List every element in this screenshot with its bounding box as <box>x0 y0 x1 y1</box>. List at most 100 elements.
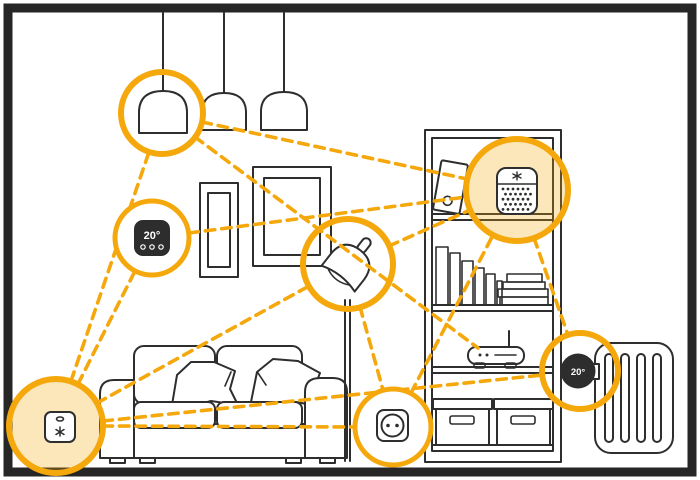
sofa-base <box>127 423 309 459</box>
power-outlet-icon[interactable] <box>376 409 409 442</box>
thermostat-icon[interactable]: 20° <box>134 220 170 256</box>
sofa-foot <box>139 457 156 464</box>
thermostat-dot <box>158 244 164 250</box>
speaker-grille-dot <box>526 197 530 201</box>
speaker-grille-dot <box>521 187 525 191</box>
sofa-pillow-left-crease <box>224 371 232 387</box>
box-handle <box>510 415 536 425</box>
speaker-grille-dot <box>506 187 510 191</box>
storage-boxes-group <box>432 398 554 446</box>
speaker-grille-dot <box>504 192 507 196</box>
room-frame-border <box>3 3 697 477</box>
router-icon <box>467 330 525 369</box>
pendant-lamps-group <box>138 12 308 134</box>
connection-smart-switch-power-outlet <box>101 424 357 429</box>
speaker-grille-dot <box>526 187 530 191</box>
speaker-logo-icon <box>512 171 522 181</box>
speaker-grille-dot <box>516 197 520 201</box>
connection-pendant-lamp-smart-speaker <box>200 120 469 181</box>
box-handle <box>449 415 475 425</box>
bookshelf-shelf-2 <box>431 304 554 312</box>
box-lid <box>493 398 554 410</box>
book <box>435 246 449 306</box>
box-lid <box>432 398 493 410</box>
outlet-socket <box>380 413 405 438</box>
book-stack-layer <box>497 288 549 298</box>
books-group <box>435 246 549 306</box>
smart-speaker-icon[interactable] <box>496 167 538 215</box>
book <box>461 260 474 306</box>
speaker-grille-dot <box>516 208 520 211</box>
bookshelf-group <box>424 129 562 463</box>
thermostat-temperature: 20° <box>144 230 161 242</box>
box-body <box>435 408 490 446</box>
speaker-grille-dot <box>511 208 515 211</box>
speaker-grille-dot <box>516 187 520 191</box>
book <box>449 252 461 306</box>
floor-lamp-highlight[interactable] <box>300 216 396 312</box>
router-led <box>485 353 489 357</box>
outlet-pin <box>395 423 399 428</box>
speaker-grille-dot <box>511 187 515 191</box>
speaker-grille-dot <box>509 192 512 196</box>
router-foot <box>504 362 517 369</box>
speaker-grille-dot <box>529 192 532 196</box>
speaker-grille-dot <box>511 197 515 201</box>
speaker-grille-dot <box>501 208 505 211</box>
outlet-pin <box>386 423 390 428</box>
connection-floor-lamp-smart-speaker <box>387 208 472 248</box>
sofa-pillow-right-crease <box>257 372 267 386</box>
speaker-grille-dot <box>504 202 507 206</box>
book-stack-layer <box>502 281 546 290</box>
speaker-grille <box>501 187 532 211</box>
floor-lamp-shade-mouth <box>327 269 351 286</box>
speaker-grille-dot <box>506 197 510 201</box>
radiator-valve-icon[interactable]: 20° <box>560 353 600 389</box>
book <box>485 273 496 306</box>
pendant-lamp-3-icon <box>260 91 308 131</box>
connection-smart-switch-radiator-valve <box>101 373 544 423</box>
large-picture-frame <box>252 166 332 267</box>
router-foot <box>473 362 486 369</box>
speaker-grille-dot <box>509 202 512 206</box>
speaker-grille-dot <box>501 187 505 191</box>
speaker-grille-dot <box>526 208 530 211</box>
bookshelf-shelf-1 <box>431 213 554 221</box>
switch-logo-icon <box>55 426 65 437</box>
speaker-grille-dot <box>524 192 527 196</box>
bookshelf-shelf-3 <box>431 366 554 374</box>
speaker-grille-dot <box>514 202 517 206</box>
small-picture-frame <box>199 182 239 278</box>
radiator-group <box>594 342 674 454</box>
sofa-armrest-right <box>304 377 348 459</box>
radiator-valve-highlight[interactable] <box>539 330 621 412</box>
connection-pendant-lamp-router <box>193 135 480 350</box>
smart-switch-icon[interactable] <box>44 411 76 443</box>
pendant-lamp-highlight[interactable] <box>118 69 206 157</box>
sofa-foot <box>319 457 336 464</box>
speaker-grille-dot <box>501 197 505 201</box>
radiator-slat <box>620 353 630 443</box>
speaker-grille-dot <box>521 197 525 201</box>
book-stack-layer <box>499 296 549 306</box>
connection-smart-switch-pendant-lamp <box>69 150 151 383</box>
book-stack-layer <box>506 273 543 283</box>
radiator-slat <box>636 353 646 443</box>
speaker-grille-dot <box>514 192 517 196</box>
connection-floor-lamp-power-outlet <box>358 305 385 392</box>
valve-temperature: 20° <box>571 367 586 378</box>
speaker-grille-dot <box>524 202 527 206</box>
switch-button <box>55 416 65 422</box>
binder-icon <box>432 159 469 215</box>
radiator-slat <box>652 353 662 443</box>
thermostat-dot <box>149 244 155 250</box>
thermostat-dot <box>140 244 146 250</box>
sofa-foot <box>109 457 126 464</box>
bookshelf-outer <box>424 129 562 463</box>
picture-frames-group <box>199 166 332 278</box>
book <box>474 267 485 306</box>
connection-smart-switch-thermostat <box>76 269 137 386</box>
connection-thermostat-smart-speaker <box>187 195 468 235</box>
